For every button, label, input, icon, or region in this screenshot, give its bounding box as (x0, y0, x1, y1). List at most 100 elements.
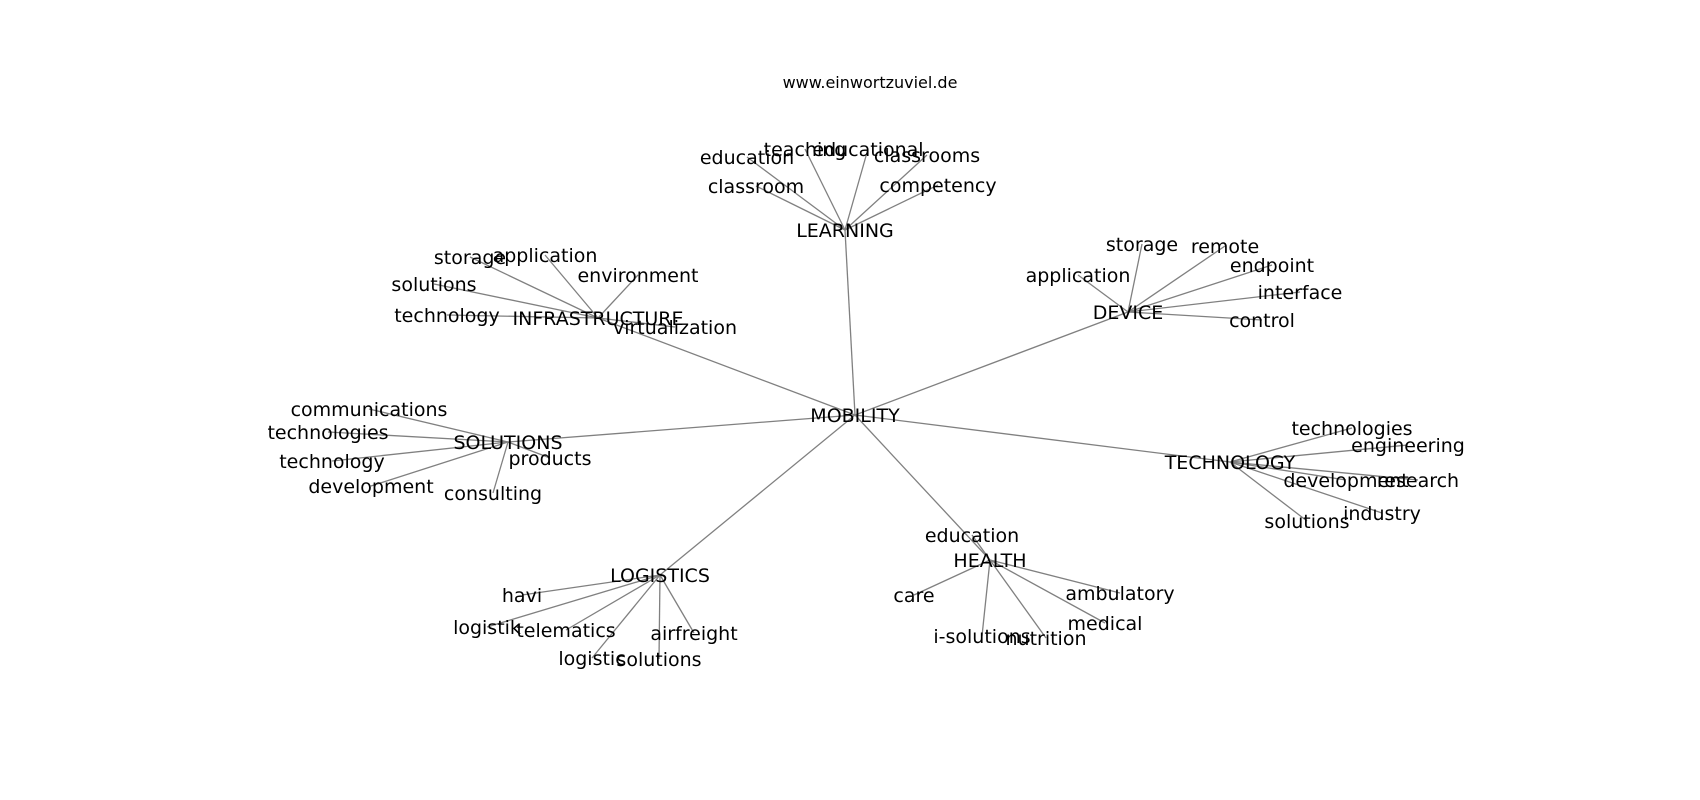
node-leaf-learning-teaching: teaching (764, 139, 847, 161)
edge-root-solutions (507, 414, 856, 443)
edge-device-interface (1127, 291, 1301, 313)
node-leaf-solutions-development: development (308, 476, 433, 498)
edge-technology-industry (1229, 461, 1383, 514)
node-leaf-technology-solutions: solutions (1264, 511, 1349, 533)
edge-technology-engineering (1229, 444, 1409, 463)
node-leaf-logistics-solutions: solutions (616, 649, 701, 671)
edge-learning-teaching (804, 148, 846, 231)
node-leaf-device-remote: remote (1191, 236, 1259, 258)
node-hub-health: HEALTH (953, 550, 1026, 572)
edge-logistics-solutions (658, 574, 661, 660)
node-leaf-device-endpoint: endpoint (1230, 255, 1314, 277)
node-hub-infrastructure: INFRASTRUCTURE (513, 308, 684, 330)
edge-logistics-airfreight (659, 574, 695, 634)
edge-root-technology (854, 414, 1231, 463)
edge-infrastructure-technology (446, 314, 599, 319)
edge-root-health (854, 414, 991, 561)
node-leaf-logistics-havi: havi (502, 585, 542, 607)
node-leaf-learning-education: education (700, 147, 794, 169)
edge-logistics-telematics (565, 574, 661, 631)
node-leaf-technology-development: development (1283, 470, 1408, 492)
edge-device-storage (1127, 243, 1143, 313)
edge-infrastructure-application (544, 254, 599, 319)
node-leaf-learning-classroom: classroom (708, 176, 804, 198)
node-leaf-health-care: care (893, 585, 934, 607)
edges-layer (327, 148, 1419, 660)
edge-technology-development (1229, 461, 1347, 481)
node-leaf-learning-classrooms: classrooms (874, 145, 980, 167)
edge-learning-education (746, 156, 846, 231)
node-leaf-infrastructure-storage: storage (434, 247, 506, 269)
node-leaf-technology-research: research (1377, 470, 1459, 492)
edge-learning-classroom (755, 185, 846, 231)
edge-logistics-havi (521, 574, 661, 596)
edge-infrastructure-virtualization (597, 317, 676, 328)
edge-health-ambulatory (989, 559, 1121, 594)
node-leaf-health-ambulatory: ambulatory (1065, 583, 1174, 605)
edge-logistics-logistic (591, 574, 661, 659)
edge-root-learning (844, 229, 856, 416)
edge-health-medical (989, 559, 1106, 624)
node-leaf-solutions-technology: technology (279, 451, 385, 473)
node-leaf-technology-industry: industry (1343, 503, 1421, 525)
node-leaf-solutions-consulting: consulting (444, 483, 542, 505)
edge-technology-research (1229, 461, 1419, 481)
node-leaf-device-application: application (1026, 265, 1131, 287)
node-leaf-health-medical: medical (1068, 613, 1143, 635)
edge-root-infrastructure (597, 317, 856, 416)
node-leaf-device-interface: interface (1258, 282, 1343, 304)
node-leaf-infrastructure-virtualization: virtualization (613, 317, 737, 339)
node-leaf-technology-technologies: technologies (1291, 418, 1412, 440)
edge-solutions-communications (368, 408, 509, 443)
edge-device-endpoint (1127, 264, 1273, 313)
node-leaf-solutions-products: products (509, 448, 592, 470)
node-leaf-health-education: education (925, 525, 1019, 547)
node-leaf-solutions-communications: communications (291, 399, 448, 421)
edge-solutions-consulting (492, 441, 509, 494)
edge-root-logistics (659, 414, 856, 576)
edge-solutions-technologies (327, 431, 509, 443)
node-hub-solutions: SOLUTIONS (454, 432, 563, 454)
node-leaf-infrastructure-solutions: solutions (391, 274, 476, 296)
edge-solutions-development (370, 441, 509, 487)
edge-health-i-solutions (981, 559, 991, 637)
node-leaf-device-control: control (1229, 310, 1295, 332)
node-hub-device: DEVICE (1093, 302, 1164, 324)
node-leaf-learning-educational: educational (812, 139, 923, 161)
node-leaf-logistics-telematics: telematics (516, 620, 615, 642)
edge-health-education (971, 534, 991, 561)
node-leaf-technology-engineering: engineering (1351, 435, 1465, 457)
edge-learning-competency (844, 184, 939, 231)
edge-infrastructure-storage (469, 256, 599, 319)
node-leaf-infrastructure-environment: environment (577, 265, 698, 287)
labels-layer: www.einwortzuviel.de MOBILITY LEARNING edu… (267, 73, 1464, 671)
edge-device-control (1127, 311, 1263, 321)
node-leaf-logistics-logistik: logistik (453, 617, 521, 639)
edge-infrastructure-solutions (433, 283, 599, 319)
edge-technology-solutions (1229, 461, 1308, 522)
edge-device-application (1077, 274, 1129, 313)
edge-health-care (913, 559, 991, 596)
node-leaf-solutions-technologies: technologies (267, 422, 388, 444)
edge-infrastructure-environment (597, 274, 639, 319)
edge-technology-technologies (1229, 427, 1353, 463)
node-leaf-device-storage: storage (1106, 234, 1178, 256)
node-leaf-logistics-logistic: logistic (558, 648, 625, 670)
edge-solutions-technology (331, 441, 509, 462)
node-root-mobility: MOBILITY (810, 405, 900, 427)
node-hub-learning: LEARNING (796, 220, 894, 242)
node-hub-logistics: LOGISTICS (610, 565, 710, 587)
edge-learning-educational (844, 148, 869, 231)
node-leaf-learning-competency: competency (879, 175, 996, 197)
diagram-title: www.einwortzuviel.de (783, 73, 958, 92)
edge-learning-classrooms (844, 154, 928, 231)
edge-device-remote (1127, 245, 1226, 313)
node-hub-technology: TECHNOLOGY (1164, 452, 1296, 474)
node-leaf-health-i-solutions: i-solutions (933, 626, 1030, 648)
node-leaf-infrastructure-technology: technology (394, 305, 500, 327)
node-leaf-health-nutrition: nutrition (1005, 628, 1086, 650)
node-leaf-logistics-airfreight: airfreight (650, 623, 737, 645)
edge-health-nutrition (989, 559, 1047, 639)
edge-solutions-products (507, 441, 551, 459)
